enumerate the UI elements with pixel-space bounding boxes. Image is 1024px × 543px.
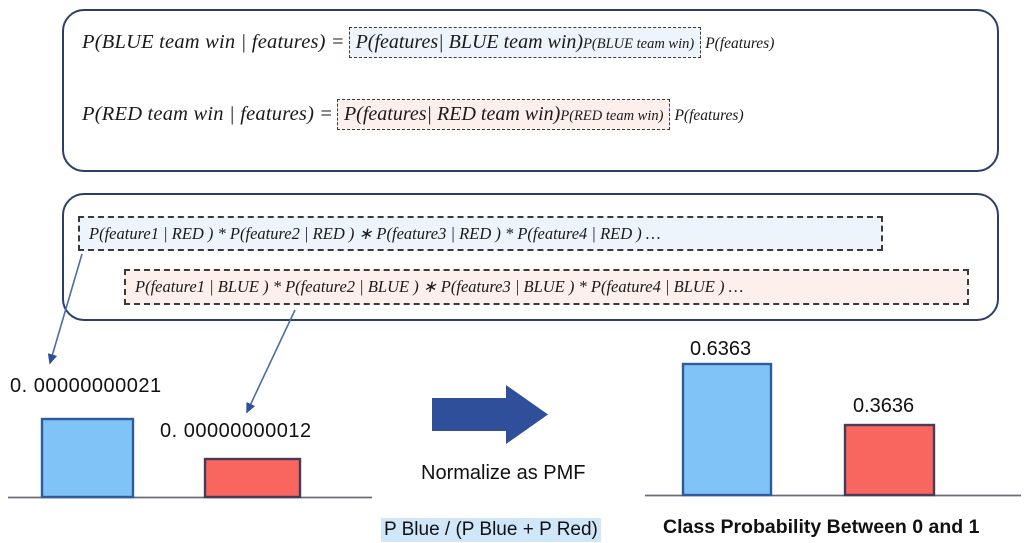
right-chart-bar-blue xyxy=(681,362,773,497)
equation-blue-equals: = xyxy=(330,31,345,53)
connector-blue-product-to-left-red-bar xyxy=(246,309,296,414)
equation-red-fraction: P(features| RED team win)P(RED team win)… xyxy=(336,99,744,130)
left-chart-bar-blue xyxy=(40,417,135,499)
normalize-as-pmf-label: Normalize as PMF xyxy=(421,462,586,484)
equation-red-lhs: P(RED team win | features) xyxy=(82,103,315,125)
right-chart-label-blue: 0.6363 xyxy=(690,338,752,360)
equation-blue-numerator: P(features| BLUE team win)P(BLUE team wi… xyxy=(348,27,702,58)
equation-blue-team: P(BLUE team win | features) = P(features… xyxy=(82,27,774,58)
left-chart-label-red: 0. 00000000012 xyxy=(160,420,312,442)
feature-product-red-text: P(feature1 | RED ) * P(feature2 | RED ) … xyxy=(89,223,661,243)
feature-product-red-box: P(feature1 | RED ) * P(feature2 | RED ) … xyxy=(78,216,883,251)
equation-blue-denominator: P(features) xyxy=(705,35,775,52)
equation-red-numerator-likelihood: P(features| RED team win) xyxy=(343,103,561,125)
equation-blue-lhs: P(BLUE team win | features) xyxy=(82,31,326,53)
right-chart-bar-red xyxy=(843,423,936,497)
right-chart-label-red: 0.3636 xyxy=(853,395,915,417)
equation-blue-fraction: P(features| BLUE team win)P(BLUE team wi… xyxy=(348,27,775,58)
equation-blue-numerator-prior: P(BLUE team win) xyxy=(583,36,695,52)
pmf-formula-label: P Blue / (P Blue + P Red) xyxy=(381,518,601,542)
equation-red-numerator-prior: P(RED team win) xyxy=(560,108,664,124)
left-chart-bar-red xyxy=(203,457,302,499)
equation-blue-numerator-likelihood: P(features| BLUE team win) xyxy=(355,31,584,53)
feature-product-blue-text: P(feature1 | BLUE ) * P(feature2 | BLUE … xyxy=(135,277,744,296)
equation-red-equals: = xyxy=(319,103,333,125)
left-chart-label-blue: 0. 00000000021 xyxy=(10,375,162,397)
equation-red-numerator: P(features| RED team win)P(RED team win) xyxy=(336,99,671,130)
equation-red-denominator: P(features) xyxy=(674,107,744,124)
class-probability-caption: Class Probability Between 0 and 1 xyxy=(663,516,980,538)
feature-product-blue-box: P(feature1 | BLUE ) * P(feature2 | BLUE … xyxy=(124,269,969,305)
equation-red-team: P(RED team win | features) = P(features|… xyxy=(82,99,744,130)
connector-red-product-to-left-blue-bar xyxy=(47,253,83,365)
normalize-arrow-icon xyxy=(432,385,548,444)
bayes-formula-panel: P(BLUE team win | features) = P(features… xyxy=(62,9,999,172)
